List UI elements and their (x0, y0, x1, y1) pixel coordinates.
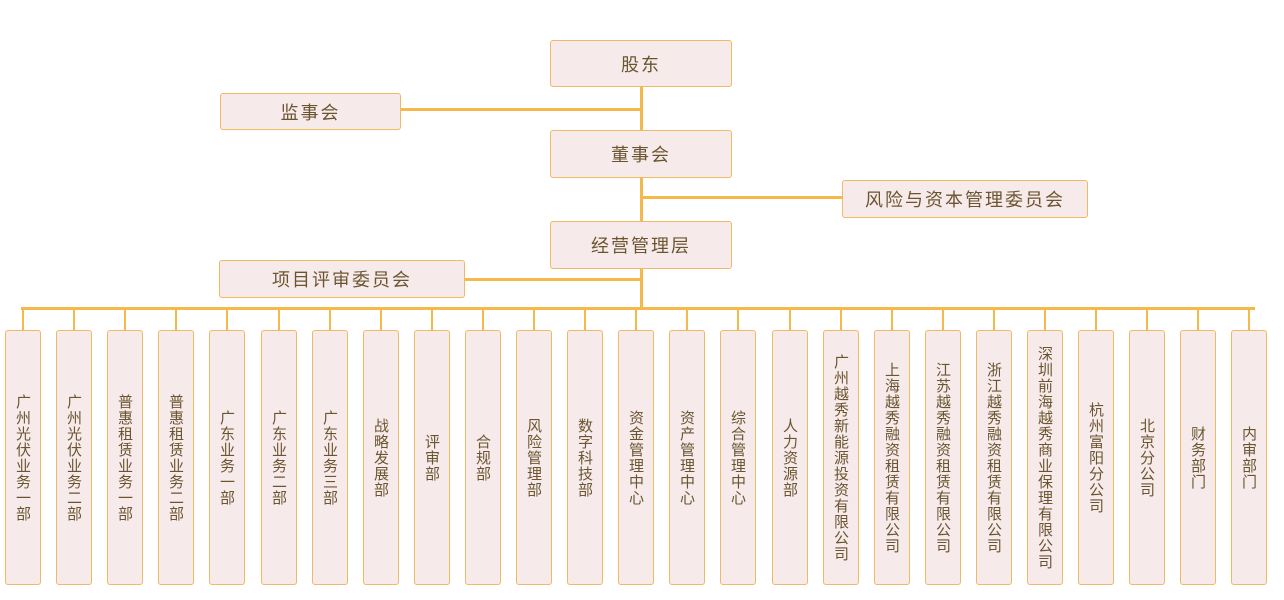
department-node: 广东业务三部 (312, 330, 348, 585)
connector-department-drop (737, 309, 739, 330)
department-node: 数字科技部 (567, 330, 603, 585)
department-node: 风险管理部 (516, 330, 552, 585)
department-node: 资金管理中心 (618, 330, 654, 585)
connector-department-drop (789, 309, 791, 330)
department-node: 广东业务二部 (261, 330, 297, 585)
connector-department-drop (1146, 309, 1148, 330)
management-node: 经营管理层 (550, 221, 732, 269)
connector-department-drop (226, 309, 228, 330)
connector-department-drop (278, 309, 280, 330)
connector-department-drop (840, 309, 842, 330)
shareholders-node: 股东 (550, 40, 732, 87)
connector-project-committee (464, 278, 642, 281)
department-node: 上海越秀融资租赁有限公司 (874, 330, 910, 585)
connector-department-drop (635, 309, 637, 330)
department-node: 广州越秀新能源投资有限公司 (823, 330, 859, 585)
connector-department-drop (380, 309, 382, 330)
connector-department-drop (482, 309, 484, 330)
department-node: 内审部门 (1231, 330, 1267, 585)
connector-department-drop (1044, 309, 1046, 330)
risk-capital-committee-node: 风险与资本管理委员会 (842, 180, 1088, 218)
connector-department-drop (1197, 309, 1199, 330)
department-node: 财务部门 (1180, 330, 1216, 585)
connector-department-bus (21, 307, 1255, 310)
connector-department-drop (942, 309, 944, 330)
department-node: 深圳前海越秀商业保理有限公司 (1027, 330, 1063, 585)
department-node: 资产管理中心 (669, 330, 705, 585)
connector-department-drop (329, 309, 331, 330)
connector-department-drop (686, 309, 688, 330)
department-node: 广州光伏业务一部 (5, 330, 41, 585)
connector-department-drop (431, 309, 433, 330)
connector-department-drop (533, 309, 535, 330)
department-node: 浙江越秀融资租赁有限公司 (976, 330, 1012, 585)
connector-department-drop (1095, 309, 1097, 330)
connector-risk-committee (642, 196, 842, 199)
connector-department-drop (1248, 309, 1250, 330)
department-node: 江苏越秀融资租赁有限公司 (925, 330, 961, 585)
department-node: 杭州富阳分公司 (1078, 330, 1114, 585)
board-of-directors-node: 董事会 (550, 130, 732, 178)
department-node: 战略发展部 (363, 330, 399, 585)
department-node: 人力资源部 (772, 330, 808, 585)
connector-department-drop (73, 309, 75, 330)
department-node: 北京分公司 (1129, 330, 1165, 585)
department-node: 普惠租赁业务二部 (158, 330, 194, 585)
department-node: 普惠租赁业务一部 (107, 330, 143, 585)
connector-department-drop (993, 309, 995, 330)
department-node: 合规部 (465, 330, 501, 585)
connector-department-drop (22, 309, 24, 330)
department-node: 广东业务一部 (209, 330, 245, 585)
connector-supervisory (400, 108, 642, 111)
connector-trunk (640, 86, 643, 308)
supervisory-board-node: 监事会 (220, 93, 401, 130)
connector-department-drop (891, 309, 893, 330)
department-node: 综合管理中心 (720, 330, 756, 585)
department-node: 评审部 (414, 330, 450, 585)
department-node: 广州光伏业务二部 (56, 330, 92, 585)
project-review-committee-node: 项目评审委员会 (219, 260, 465, 298)
connector-department-drop (175, 309, 177, 330)
connector-department-drop (124, 309, 126, 330)
connector-department-drop (584, 309, 586, 330)
